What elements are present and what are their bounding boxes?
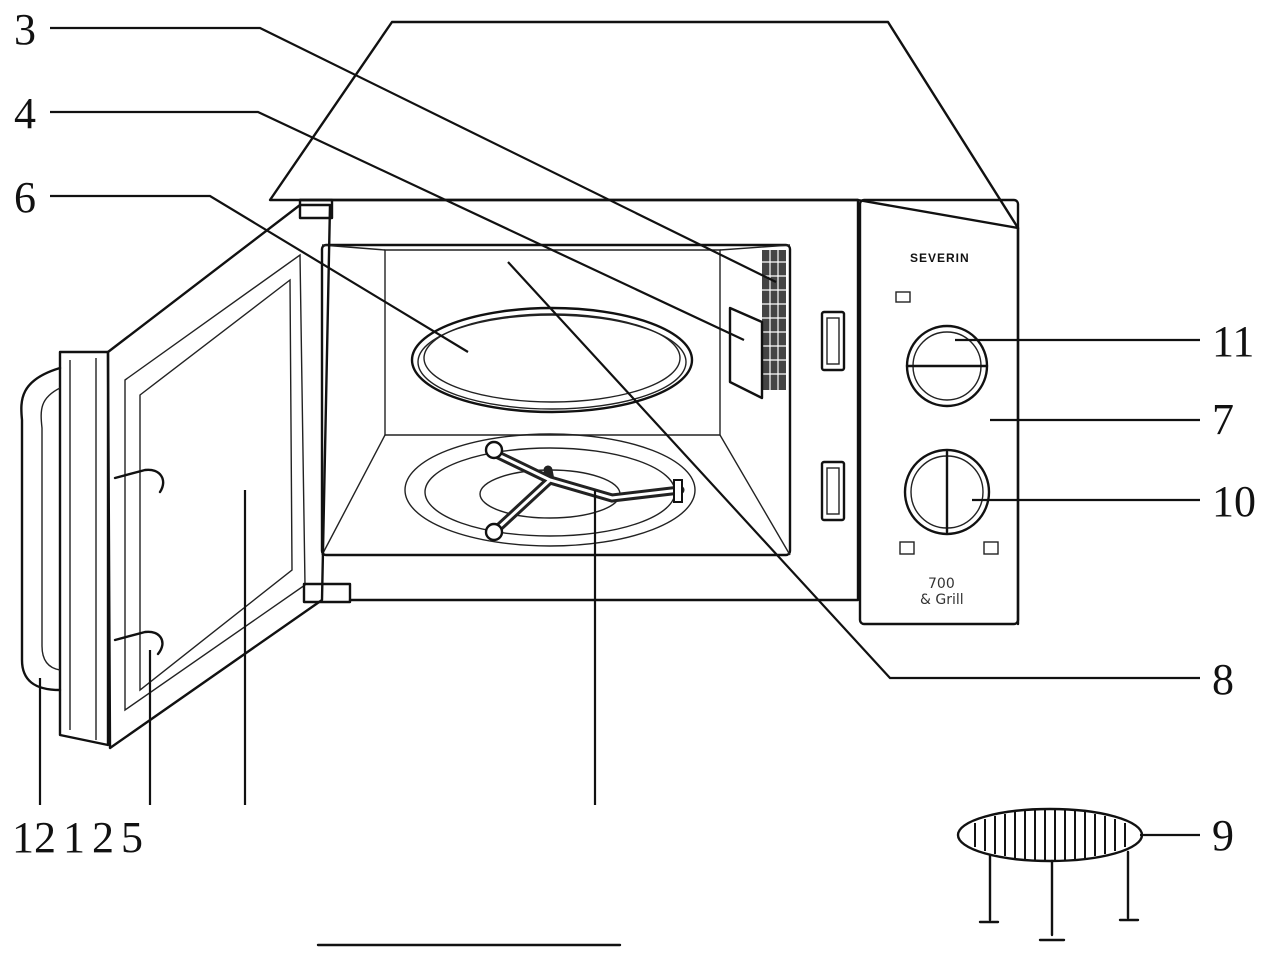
callout-7: 7 xyxy=(1212,395,1234,444)
glass-turntable xyxy=(410,306,694,414)
callout-10: 10 xyxy=(1212,477,1256,526)
callout-6: 6 xyxy=(14,173,36,222)
oven-cavity xyxy=(320,243,792,557)
cabinet xyxy=(268,20,1020,626)
grill-rack xyxy=(956,807,1144,942)
brand-logo: SEVERIN xyxy=(910,251,970,265)
callout-11: 11 xyxy=(1212,317,1255,366)
callout-4: 4 xyxy=(14,89,36,138)
control-panel xyxy=(895,291,999,555)
leader-lines xyxy=(38,26,1200,837)
door-safety-interlocks xyxy=(820,310,846,522)
callout-9: 9 xyxy=(1212,811,1234,860)
callout-bottom-row: 12 1 2 5 xyxy=(12,813,143,862)
callout-8: 8 xyxy=(1212,655,1234,704)
model-line-2: & Grill xyxy=(920,592,964,608)
roller-ring xyxy=(404,433,696,547)
model-line-1: 700 xyxy=(928,576,955,592)
callout-3: 3 xyxy=(14,5,36,54)
door xyxy=(20,198,352,750)
